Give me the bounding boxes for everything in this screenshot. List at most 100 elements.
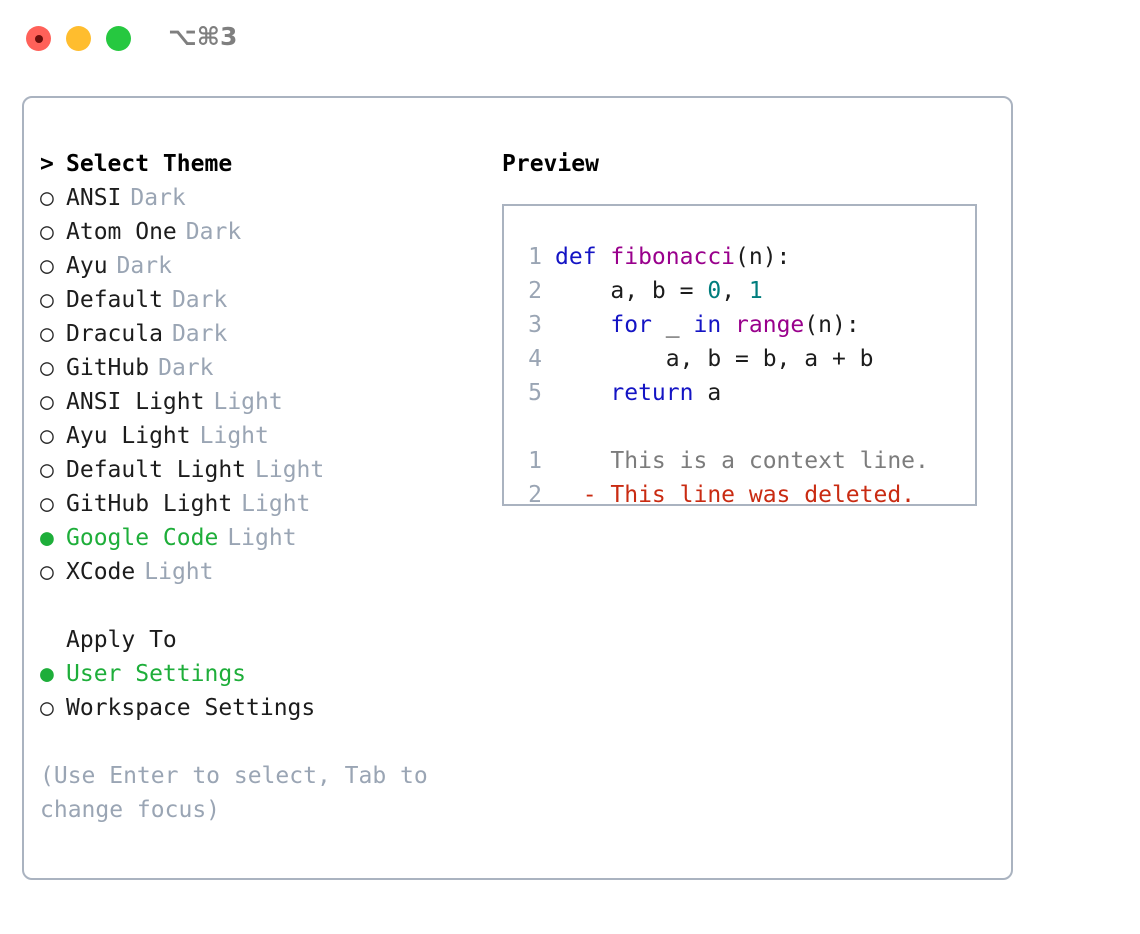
code-token: 0 <box>707 278 722 304</box>
theme-list-item[interactable]: ○ ANSI Dark <box>40 181 480 215</box>
theme-variant-tag: Dark <box>171 287 228 313</box>
theme-name: Default <box>66 287 163 313</box>
apply-to-option[interactable]: ○ Workspace Settings <box>40 691 480 725</box>
code-token: (n): <box>735 244 791 270</box>
radio-selected-icon: ● <box>40 661 54 687</box>
code-token: range <box>735 312 805 338</box>
radio-unselected-icon: ○ <box>40 559 54 585</box>
apply-to-option-label: User Settings <box>66 661 247 687</box>
radio-unselected-icon: ○ <box>40 389 54 415</box>
line-number: 3 <box>528 312 542 338</box>
theme-name: XCode <box>66 559 136 585</box>
radio-unselected-icon: ○ <box>40 355 54 381</box>
apply-to-option-label: Workspace Settings <box>66 695 316 721</box>
theme-list-item[interactable]: ○ ANSI Light Light <box>40 385 480 419</box>
line-number: 1 <box>528 448 542 474</box>
list-spacer <box>40 589 480 623</box>
theme-list-header: > Select Theme <box>40 147 480 181</box>
theme-variant-tag: Light <box>144 559 214 585</box>
theme-variant-tag: Light <box>213 389 283 415</box>
keyboard-hint-text: (Use Enter to select, Tab to change focu… <box>40 763 428 823</box>
theme-name: GitHub <box>66 355 150 381</box>
code-token: for <box>610 312 652 338</box>
line-number: 2 <box>528 278 542 304</box>
theme-variant-tag: Dark <box>171 321 228 347</box>
radio-unselected-icon: ○ <box>40 423 54 449</box>
record-indicator-icon <box>35 35 43 43</box>
radio-unselected-icon: ○ <box>40 185 54 211</box>
diff-line: 2 - This line was deleted. <box>504 478 975 506</box>
theme-variant-tag: Dark <box>116 253 172 279</box>
radio-unselected-icon: ○ <box>40 219 54 245</box>
diff-block: 1 This is a context line. 2 - This line w… <box>504 444 975 506</box>
theme-name: Atom One <box>66 219 177 245</box>
theme-variant-tag: Dark <box>130 185 186 211</box>
theme-name: Ayu <box>66 253 108 279</box>
code-token <box>721 312 735 338</box>
theme-list-item[interactable]: ○ Ayu Dark <box>40 249 480 283</box>
code-token: a <box>693 380 722 406</box>
code-token: return <box>610 380 694 406</box>
theme-variant-tag: Dark <box>185 219 242 245</box>
page-title: Select Theme <box>66 151 233 177</box>
line-number: 4 <box>528 346 542 372</box>
line-number: 2 <box>528 482 542 506</box>
code-token: _ <box>651 312 694 338</box>
theme-variant-tag: Light <box>199 423 269 449</box>
radio-unselected-icon: ○ <box>40 491 54 517</box>
diff-text: This is a context line. <box>555 448 929 474</box>
theme-name: Ayu Light <box>66 423 191 449</box>
code-line: 4 a, b = b, a + b <box>504 342 975 376</box>
code-token: , <box>721 278 749 304</box>
caret-icon: > <box>40 151 54 177</box>
keyboard-shortcut-label: ⌥⌘3 <box>168 22 238 51</box>
theme-variant-tag: Dark <box>158 355 214 381</box>
code-token: def <box>555 244 611 270</box>
theme-variant-tag: Light <box>241 491 311 517</box>
radio-unselected-icon: ○ <box>40 457 54 483</box>
theme-name: Google Code <box>66 525 219 551</box>
theme-variant-tag: Light <box>227 525 297 551</box>
code-token: fibonacci <box>610 244 736 270</box>
theme-list-item[interactable]: ○ Atom One Dark <box>40 215 480 249</box>
code-line: 2 a, b = 0, 1 <box>504 274 975 308</box>
code-token: a, b = <box>555 278 708 304</box>
apply-to-list[interactable]: ● User Settings ○ Workspace Settings <box>40 657 480 725</box>
title-bar: ⌥⌘3 <box>0 0 1140 76</box>
code-token <box>555 380 610 406</box>
theme-list-item[interactable]: ● Google Code Light <box>40 521 480 555</box>
theme-variant-tag: Light <box>255 457 325 483</box>
apply-to-option[interactable]: ● User Settings <box>40 657 480 691</box>
diff-text: - This line was deleted. <box>555 482 916 506</box>
radio-unselected-icon: ○ <box>40 321 54 347</box>
radio-selected-icon: ● <box>40 525 54 551</box>
code-token: in <box>693 312 722 338</box>
radio-unselected-icon: ○ <box>40 695 54 721</box>
theme-name: ANSI Light <box>66 389 205 415</box>
radio-unselected-icon: ○ <box>40 253 54 279</box>
maximize-window-button[interactable] <box>106 26 131 51</box>
line-number: 5 <box>528 380 542 406</box>
theme-name: Default Light <box>66 457 247 483</box>
theme-list-item[interactable]: ○ XCode Light <box>40 555 480 589</box>
apply-to-header: Apply To <box>66 627 177 653</box>
theme-list-item[interactable]: ○ Default Light Light <box>40 453 480 487</box>
code-token: 1 <box>748 278 763 304</box>
code-line: 3 for _ in range(n): <box>504 308 975 342</box>
theme-list-item[interactable]: ○ GitHub Dark <box>40 351 480 385</box>
theme-list-item[interactable]: ○ Ayu Light Light <box>40 419 480 453</box>
preview-header: Preview <box>502 151 599 177</box>
minimize-window-button[interactable] <box>66 26 91 51</box>
theme-name: ANSI <box>66 185 122 211</box>
